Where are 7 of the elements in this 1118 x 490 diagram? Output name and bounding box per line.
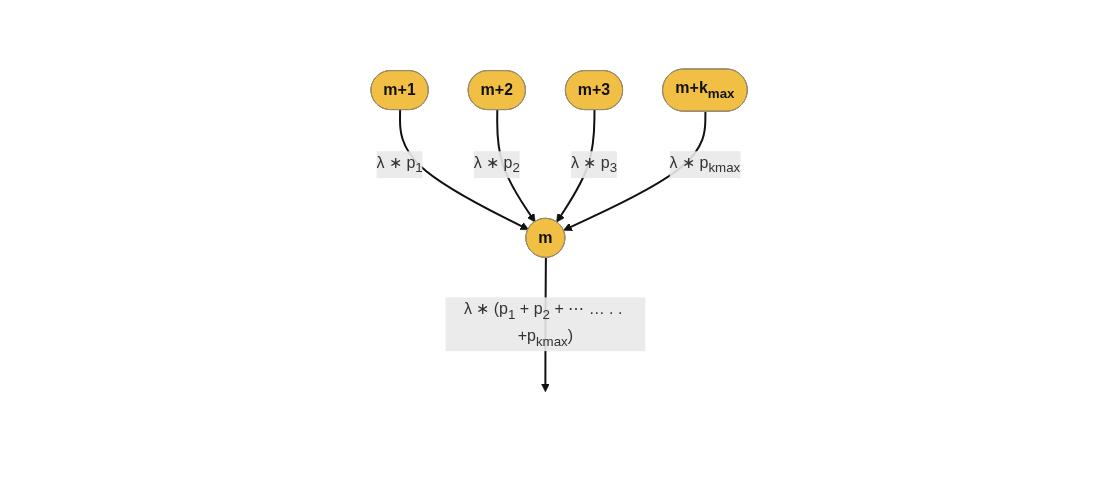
edge-label: λ ∗ p$_{kmax}$ <box>669 153 741 176</box>
edge-label: λ ∗ p$_{3}$ <box>570 153 617 176</box>
arrow <box>398 108 529 230</box>
arrow <box>563 110 707 231</box>
edge-label: λ ∗ p$_{1}$ <box>376 153 423 176</box>
edge-label: λ ∗ (p$_{1}$ + p$_{2}$ + ⋯ … . . +p$_{kmax}$) <box>463 299 623 349</box>
edge-label: λ ∗ p$_{2}$ <box>473 153 520 176</box>
